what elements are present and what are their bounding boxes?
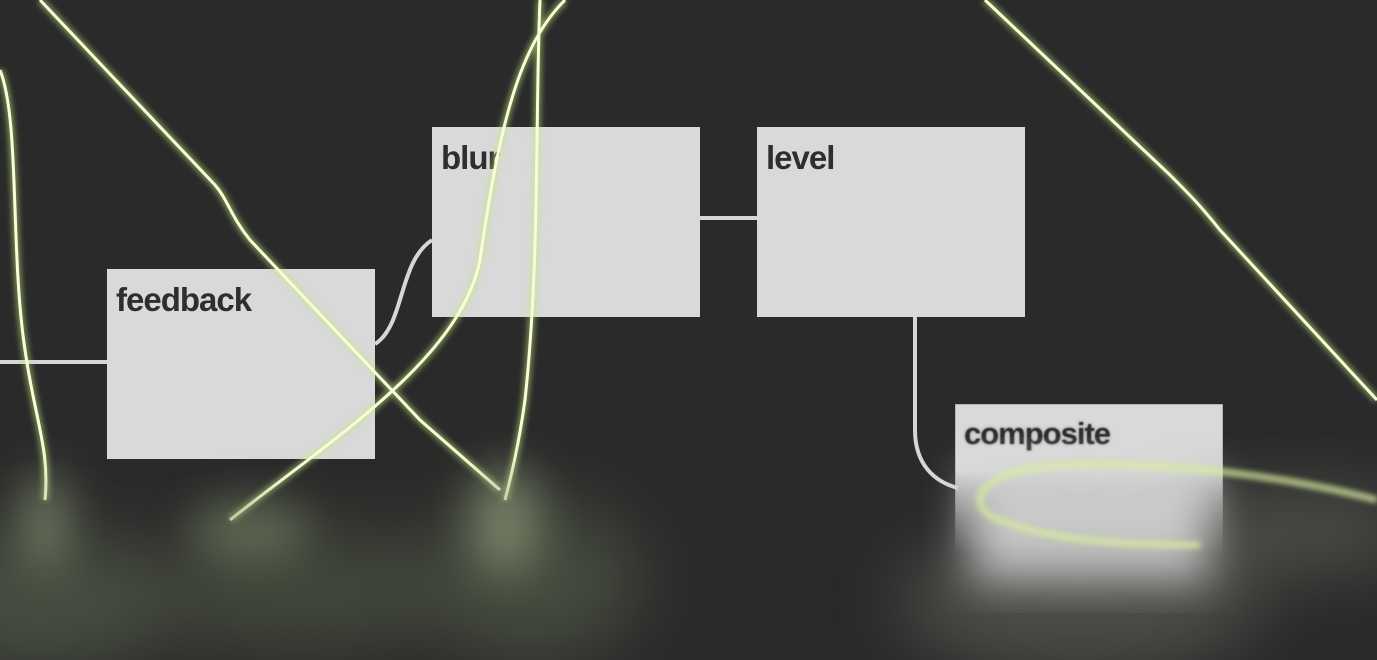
node-feedback[interactable]: feedback bbox=[107, 269, 375, 459]
node-label-blur: blur bbox=[441, 139, 500, 176]
node-label-feedback: feedback bbox=[116, 281, 252, 318]
edge-level-composite bbox=[913, 317, 959, 490]
glow-strand-5 bbox=[983, 0, 1377, 402]
glow-tails bbox=[23, 465, 540, 575]
glow-strand-6 bbox=[978, 462, 1377, 547]
edge-feedback-blur bbox=[373, 238, 434, 346]
glow-strand-4 bbox=[503, 0, 542, 501]
glow-strand-3 bbox=[229, 0, 567, 522]
glow-strand-1 bbox=[0, 69, 48, 501]
node-label-composite: composite bbox=[964, 416, 1111, 451]
glow-core bbox=[0, 0, 1377, 522]
node-blur[interactable]: blur bbox=[432, 127, 700, 317]
node-label-level: level bbox=[766, 139, 835, 176]
glow-strand-2 bbox=[38, 0, 501, 492]
node-level[interactable]: level bbox=[757, 127, 1025, 317]
glow-halo bbox=[0, 0, 1377, 549]
